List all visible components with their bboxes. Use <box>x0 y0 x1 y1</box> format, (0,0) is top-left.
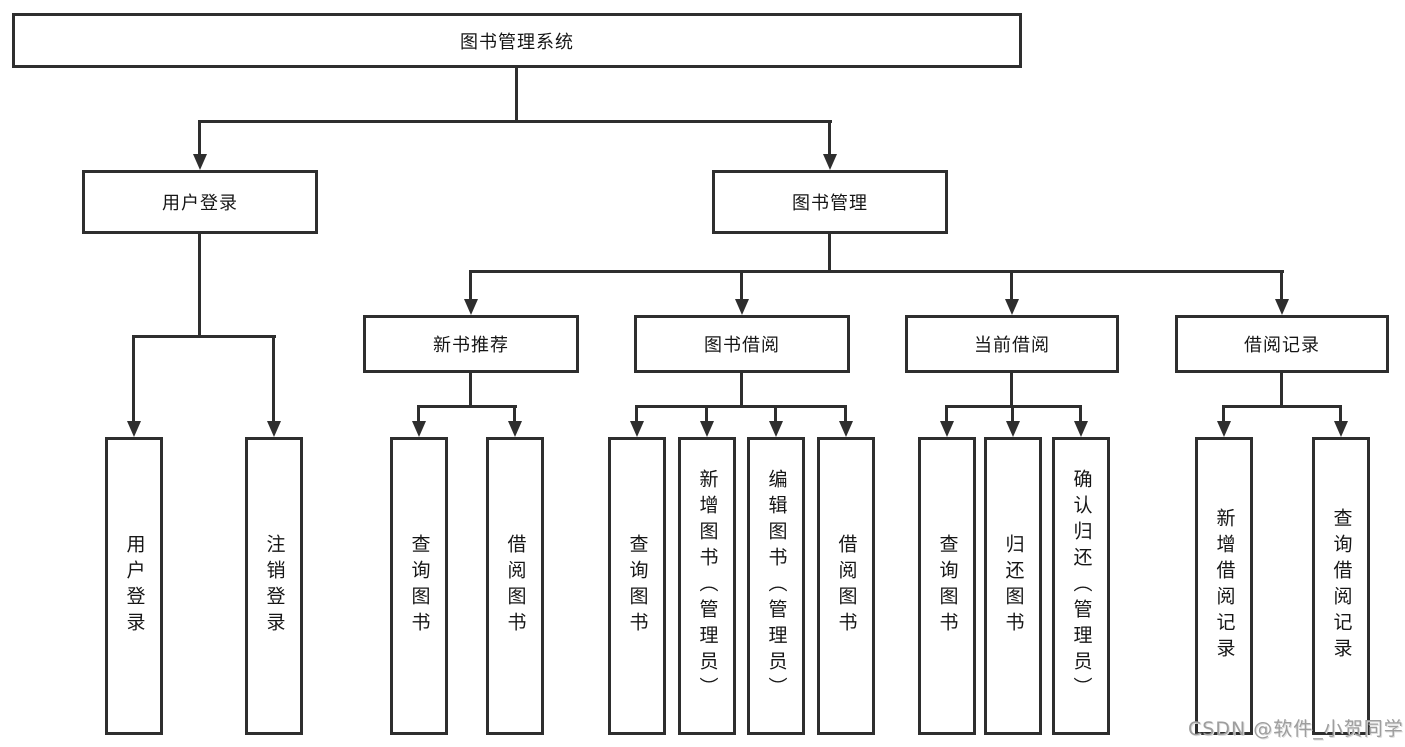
leaf-return-book: 归还图书 <box>984 437 1042 735</box>
arrow-down-icon <box>1217 421 1231 437</box>
connector-line <box>740 270 743 301</box>
connector-line <box>133 335 276 338</box>
leaf-query-book-3: 查询图书 <box>918 437 976 735</box>
arrow-down-icon <box>1334 421 1348 437</box>
connector-line <box>1222 405 1342 408</box>
node-root: 图书管理系统 <box>12 13 1022 68</box>
connector-line <box>1280 270 1283 301</box>
connector-line <box>272 335 275 423</box>
connector-line <box>417 405 517 408</box>
connector-line <box>515 68 518 120</box>
connector-line <box>1079 405 1082 423</box>
arrow-down-icon <box>412 421 426 437</box>
watermark: CSDN @软件_小贺同学 <box>1188 718 1404 740</box>
leaf-query-book-1: 查询图书 <box>390 437 448 735</box>
leaf-edit-book-admin: 编辑图书（管理员） <box>747 437 805 735</box>
connector-line <box>774 405 777 423</box>
arrow-down-icon <box>839 421 853 437</box>
leaf-query-book-3-label: 查询图书 <box>936 534 959 638</box>
node-new-book-recommend-label: 新书推荐 <box>433 335 509 356</box>
connector-line <box>1010 270 1013 301</box>
leaf-add-book-admin-label: 新增图书（管理员） <box>696 469 719 703</box>
leaf-add-borrow-record-label: 新增借阅记录 <box>1213 508 1236 664</box>
arrow-down-icon <box>769 421 783 437</box>
leaf-borrow-book-2-label: 借阅图书 <box>835 534 858 638</box>
connector-line <box>945 405 948 423</box>
leaf-logout: 注销登录 <box>245 437 303 735</box>
connector-line <box>198 120 201 156</box>
arrow-down-icon <box>1275 299 1289 315</box>
node-book-borrow-label: 图书借阅 <box>704 335 780 356</box>
leaf-logout-label: 注销登录 <box>263 534 286 638</box>
connector-line <box>470 270 1284 273</box>
node-borrow-records-label: 借阅记录 <box>1244 335 1320 356</box>
node-current-borrow: 当前借阅 <box>905 315 1119 373</box>
arrow-down-icon <box>700 421 714 437</box>
connector-line <box>635 405 847 408</box>
arrow-down-icon <box>1005 299 1019 315</box>
connector-line <box>1339 405 1342 423</box>
connector-line <box>469 373 472 405</box>
leaf-query-borrow-record: 查询借阅记录 <box>1312 437 1370 735</box>
connector-line <box>132 335 135 423</box>
arrow-down-icon <box>193 154 207 170</box>
leaf-query-borrow-record-label: 查询借阅记录 <box>1330 508 1353 664</box>
arrow-down-icon <box>267 421 281 437</box>
leaf-confirm-return-admin-label: 确认归还（管理员） <box>1070 469 1093 703</box>
arrow-down-icon <box>127 421 141 437</box>
node-current-borrow-label: 当前借阅 <box>974 335 1050 356</box>
leaf-query-book-1-label: 查询图书 <box>408 534 431 638</box>
node-book-management-label: 图书管理 <box>792 193 868 214</box>
arrow-down-icon <box>940 421 954 437</box>
node-book-management: 图书管理 <box>712 170 948 234</box>
leaf-borrow-book-1: 借阅图书 <box>486 437 544 735</box>
leaf-confirm-return-admin: 确认归还（管理员） <box>1052 437 1110 735</box>
connector-line <box>1280 373 1283 405</box>
connector-line <box>828 234 831 270</box>
arrow-down-icon <box>464 299 478 315</box>
arrow-down-icon <box>1006 421 1020 437</box>
connector-line <box>740 373 743 405</box>
node-borrow-records: 借阅记录 <box>1175 315 1389 373</box>
connector-line <box>844 405 847 423</box>
connector-line <box>705 405 708 423</box>
leaf-borrow-book-1-label: 借阅图书 <box>504 534 527 638</box>
arrow-down-icon <box>630 421 644 437</box>
leaf-add-book-admin: 新增图书（管理员） <box>678 437 736 735</box>
node-root-label: 图书管理系统 <box>460 31 574 53</box>
connector-line <box>417 405 420 423</box>
node-book-borrow: 图书借阅 <box>634 315 850 373</box>
leaf-query-book-2-label: 查询图书 <box>626 534 649 638</box>
leaf-return-book-label: 归还图书 <box>1002 534 1025 638</box>
leaf-user-login: 用户登录 <box>105 437 163 735</box>
connector-line <box>1011 405 1014 423</box>
connector-line <box>198 120 832 123</box>
arrow-down-icon <box>735 299 749 315</box>
leaf-edit-book-admin-label: 编辑图书（管理员） <box>765 469 788 703</box>
connector-line <box>635 405 638 423</box>
connector-line <box>198 234 201 335</box>
node-new-book-recommend: 新书推荐 <box>363 315 579 373</box>
leaf-add-borrow-record: 新增借阅记录 <box>1195 437 1253 735</box>
leaf-user-login-label: 用户登录 <box>123 534 146 638</box>
node-user-login: 用户登录 <box>82 170 318 234</box>
connector-line <box>469 270 472 301</box>
connector-line <box>828 120 831 156</box>
arrow-down-icon <box>823 154 837 170</box>
connector-line <box>1222 405 1225 423</box>
leaf-query-book-2: 查询图书 <box>608 437 666 735</box>
leaf-borrow-book-2: 借阅图书 <box>817 437 875 735</box>
node-user-login-label: 用户登录 <box>162 193 238 214</box>
connector-line <box>513 405 516 423</box>
arrow-down-icon <box>508 421 522 437</box>
arrow-down-icon <box>1074 421 1088 437</box>
connector-line <box>1010 373 1013 405</box>
